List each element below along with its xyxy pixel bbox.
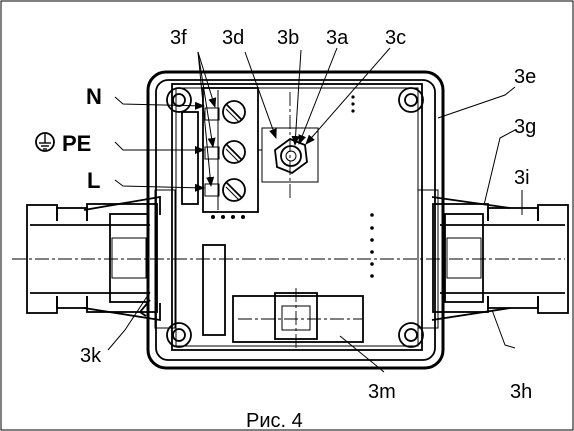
label-N: N (86, 84, 102, 109)
label-3b: 3b (277, 27, 299, 49)
pcb-component (202, 244, 226, 336)
connector-3m (232, 292, 364, 343)
label-PE: PE (62, 131, 91, 156)
figure-caption: Рис. 4 (246, 410, 303, 431)
label-3c: 3c (385, 27, 406, 49)
left-cable-gland (26, 195, 161, 322)
leader-lines (107, 47, 523, 373)
center-lines (12, 92, 565, 350)
label-3a: 3a (326, 27, 349, 49)
label-3h: 3h (510, 381, 532, 403)
corner-screws (166, 87, 424, 348)
label-3e: 3e (514, 66, 536, 88)
label-L: L (87, 168, 100, 193)
housing (146, 70, 445, 370)
pcb-dots (211, 95, 374, 278)
label-3f: 3f (170, 27, 187, 49)
label-3k: 3k (80, 345, 102, 367)
label-3i: 3i (514, 167, 530, 189)
label-3d: 3d (222, 27, 244, 49)
right-cable-gland (431, 196, 569, 321)
label-3m: 3m (368, 381, 396, 403)
ground-bolt (258, 127, 319, 183)
ground-icon (35, 132, 55, 152)
label-3g: 3g (514, 116, 536, 138)
